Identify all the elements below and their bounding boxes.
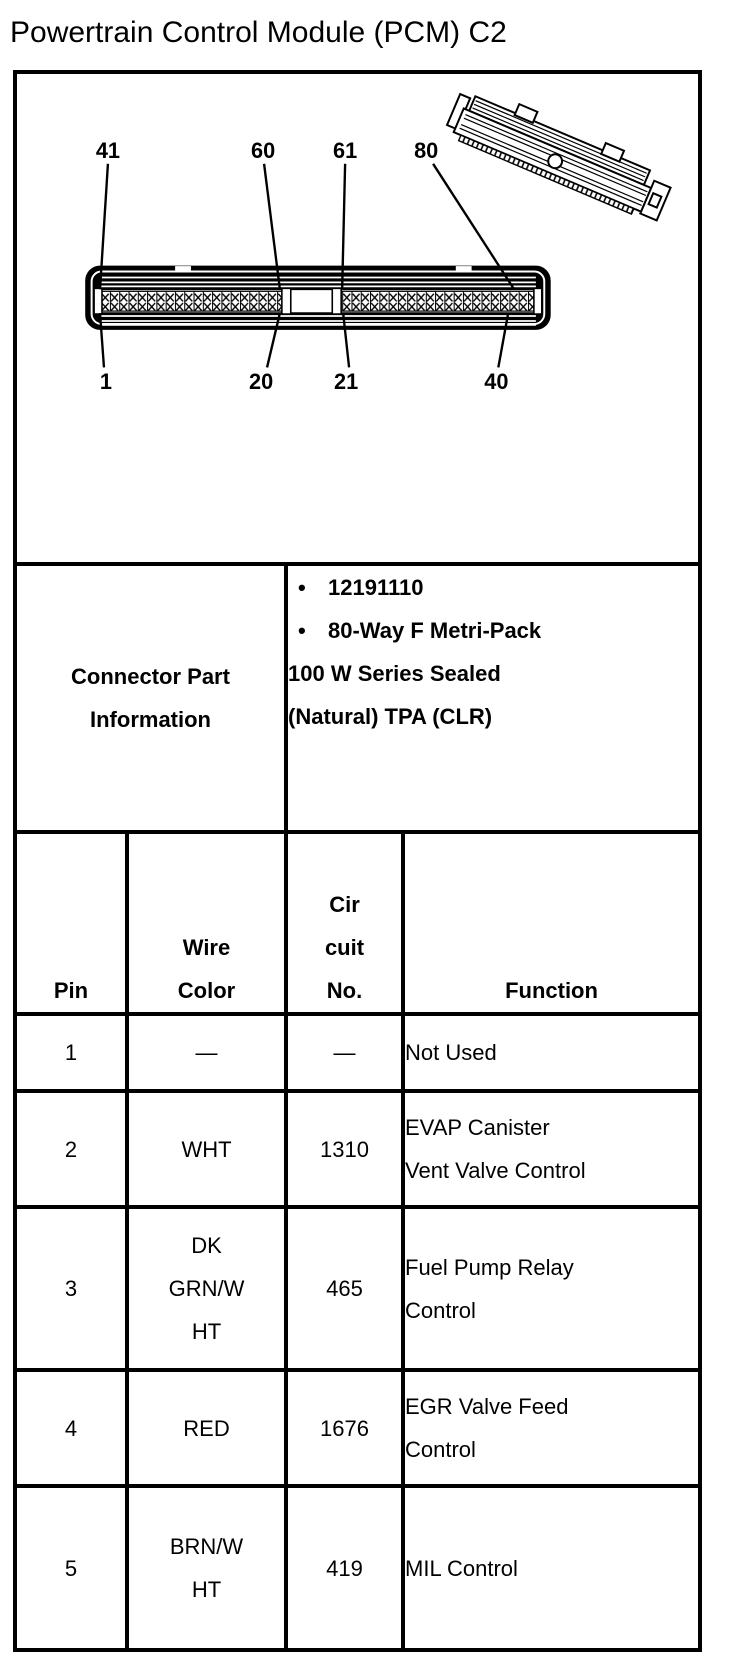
cell-circuit: 1310	[284, 1089, 405, 1209]
connector-pinout-table: 41 60 61 80 1 20 21 40 Connector Part In…	[13, 70, 702, 1652]
pin-callout-lines	[98, 163, 516, 368]
cell-wire: RED	[125, 1368, 288, 1488]
table-row: 3 DK GRN/W HT 465 Fuel Pump Relay Contro…	[13, 1205, 702, 1372]
bullet-icon: •	[298, 575, 306, 600]
pin-label-40: 40	[484, 369, 508, 394]
header-row: Pin Wire Color Cir cuit No. Function	[13, 830, 702, 1016]
cell-wire: WHT	[125, 1089, 288, 1209]
table-row: 2 WHT 1310 EVAP Canister Vent Valve Cont…	[13, 1089, 702, 1209]
pin-label-1: 1	[100, 369, 112, 394]
header-pin: Pin	[13, 830, 129, 1016]
connector-diagram: 41 60 61 80 1 20 21 40	[85, 92, 672, 394]
cell-wire: —	[125, 1012, 288, 1093]
cell-function: Fuel Pump Relay Control	[401, 1205, 702, 1372]
part-number: 12191110	[328, 575, 424, 600]
connector-isometric-view	[445, 92, 672, 222]
header-circuit-no: Cir cuit No.	[284, 830, 405, 1016]
pin-label-61: 61	[333, 138, 357, 163]
cell-circuit: 419	[284, 1484, 405, 1652]
part-type-continuation: 100 W Series Sealed (Natural) TPA (CLR)	[288, 661, 501, 729]
bullet-icon: •	[298, 618, 306, 643]
cell-pin: 3	[13, 1205, 129, 1372]
part-type: 80-Way F Metri-Pack	[328, 618, 542, 643]
cell-function: MIL Control	[401, 1484, 702, 1652]
cell-wire: BRN/W HT	[125, 1484, 288, 1652]
cell-pin: 2	[13, 1089, 129, 1209]
connector-face-view	[85, 265, 551, 330]
page-title: Powertrain Control Module (PCM) C2	[10, 16, 507, 49]
cell-circuit: —	[284, 1012, 405, 1093]
cell-wire: DK GRN/W HT	[125, 1205, 288, 1372]
pin-label-41: 41	[96, 138, 120, 163]
cell-pin: 5	[13, 1484, 129, 1652]
part-info-detail: • 12191110 • 80-Way F Metri-Pack 100 W S…	[284, 562, 702, 834]
pin-label-21: 21	[334, 369, 358, 394]
cell-pin: 1	[13, 1012, 129, 1093]
header-function: Function	[401, 830, 702, 1016]
table-row: 4 RED 1676 EGR Valve Feed Control	[13, 1368, 702, 1488]
table-row: 1 — — Not Used	[13, 1012, 702, 1093]
cell-circuit: 1676	[284, 1368, 405, 1488]
part-info-row: Connector Part Information • 12191110 • …	[13, 562, 702, 834]
header-wire-color: Wire Color	[125, 830, 288, 1016]
pin-label-80: 80	[414, 138, 438, 163]
part-number-item: • 12191110	[290, 568, 696, 609]
part-type-item: • 80-Way F Metri-Pack	[290, 609, 696, 652]
diagram-row: 41 60 61 80 1 20 21 40	[13, 70, 702, 566]
pin-label-20: 20	[249, 369, 273, 394]
cell-circuit: 465	[284, 1205, 405, 1372]
cell-function: EGR Valve Feed Control	[401, 1368, 702, 1488]
table-row: 5 BRN/W HT 419 MIL Control	[13, 1484, 702, 1652]
cell-pin: 4	[13, 1368, 129, 1488]
part-info-label: Connector Part Information	[13, 562, 288, 834]
pin-label-60: 60	[251, 138, 275, 163]
cell-function: EVAP Canister Vent Valve Control	[401, 1089, 702, 1209]
connector-diagram-cell: 41 60 61 80 1 20 21 40	[13, 70, 702, 566]
cell-function: Not Used	[401, 1012, 702, 1093]
